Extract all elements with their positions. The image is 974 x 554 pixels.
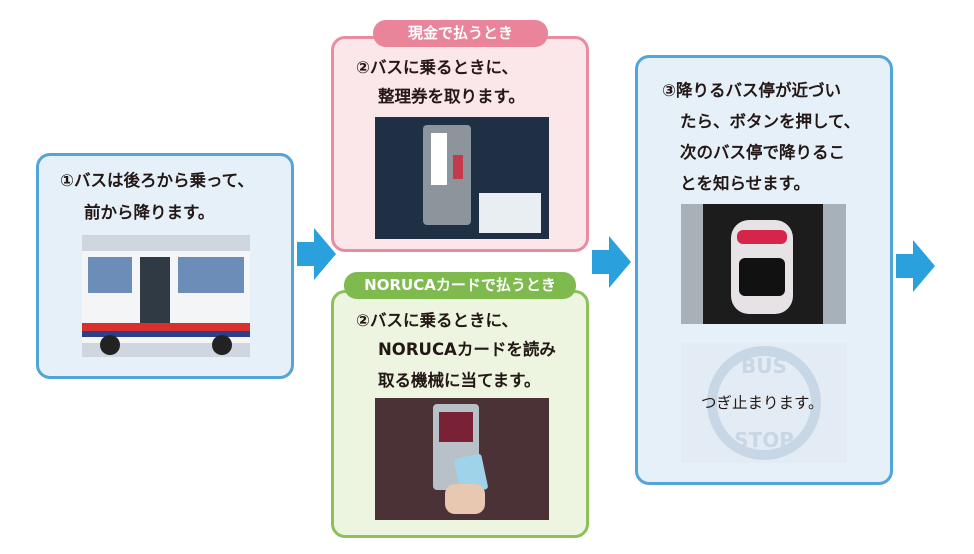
card-reader-illustration xyxy=(375,398,549,520)
step3-line2: たら、ボタンを押して、 xyxy=(680,112,861,131)
step1-line1: ①バスは後ろから乗って、 xyxy=(60,171,254,190)
cash-tab: 現金で払うとき xyxy=(373,20,548,47)
card-line2: NORUCAカードを読み xyxy=(378,340,556,359)
step3-line4: とを知らせます。 xyxy=(680,174,811,193)
arrow-3-body xyxy=(896,254,914,278)
ticket-machine-illustration xyxy=(375,117,549,239)
step1-line2: 前から降ります。 xyxy=(84,203,215,222)
card-tab: NORUCAカードで払うとき xyxy=(344,272,576,299)
svg-text:STOP: STOP xyxy=(734,428,794,452)
svg-text:BUS: BUS xyxy=(741,354,787,378)
card-line3: 取る機械に当てます。 xyxy=(378,371,541,390)
card-line1: ②バスに乗るときに、 xyxy=(356,311,518,330)
cash-line1: ②バスに乗るときに、 xyxy=(356,58,518,77)
bus-illustration xyxy=(82,235,250,357)
stop-button-photo xyxy=(681,204,846,324)
arrow-3-icon xyxy=(913,240,935,292)
arrow-1-icon xyxy=(314,228,336,280)
bus-photo xyxy=(82,235,250,357)
arrow-2-body xyxy=(592,250,610,274)
step3-line1: ③降りるバス停が近づい xyxy=(662,81,841,100)
card-reader-photo xyxy=(375,398,549,520)
ticket-machine-photo xyxy=(375,117,549,239)
step3-line3: 次のバス停で降りるこ xyxy=(680,143,845,162)
arrow-1-body xyxy=(297,242,315,266)
bus-stop-sign: BUS STOP つぎ止まります。 xyxy=(681,343,847,463)
stop-button-illustration xyxy=(681,204,846,324)
stop-caption: つぎ止まります。 xyxy=(701,394,824,412)
arrow-2-icon xyxy=(609,236,631,288)
cash-line2: 整理券を取ります。 xyxy=(378,87,525,106)
bus-stop-sign-illustration: BUS STOP xyxy=(681,343,847,463)
